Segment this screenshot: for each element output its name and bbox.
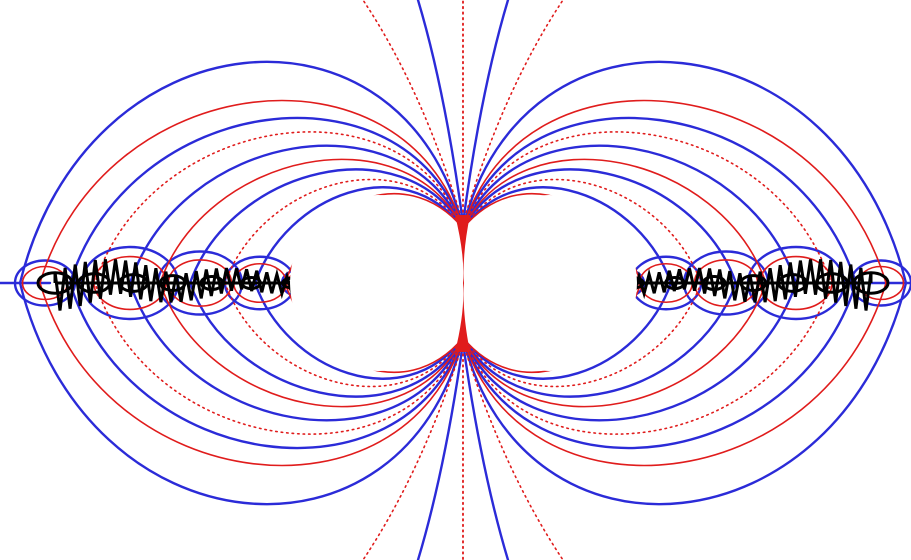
field-line [461, 341, 510, 560]
field-line [461, 281, 908, 506]
field-line [462, 0, 564, 224]
fractal-loop [36, 271, 74, 295]
field-line [416, 0, 465, 225]
field-line [159, 282, 464, 408]
fractal-loop [77, 272, 112, 294]
bubble-line [746, 281, 846, 321]
fractal-loop [852, 271, 890, 295]
field-line [128, 144, 465, 285]
fractal-loop [701, 275, 727, 291]
field-line [462, 282, 832, 435]
field-line [461, 0, 510, 225]
field-line [362, 0, 464, 224]
center-red-cusp [455, 215, 470, 352]
fractal-loop [118, 273, 149, 293]
field-line [128, 281, 465, 422]
fractal-loop [777, 273, 808, 293]
right-central-disk [461, 195, 637, 371]
fractal-loop [814, 272, 849, 294]
bubble-line [80, 281, 180, 321]
field-line [462, 158, 767, 284]
field-line [461, 144, 798, 285]
field-line [462, 342, 564, 560]
field-line [462, 99, 887, 284]
fractal-loop [739, 274, 768, 292]
field-line [461, 281, 858, 450]
field-line [462, 282, 887, 467]
field-line [461, 116, 858, 285]
field-line [253, 281, 465, 380]
field-line [94, 131, 464, 284]
field-line [461, 168, 738, 285]
field-line [224, 282, 464, 388]
field-line [18, 281, 465, 506]
field-line [462, 282, 767, 408]
fractal-loop [158, 274, 187, 292]
bubble-line [849, 259, 911, 285]
field-line [416, 341, 465, 560]
field-line [461, 281, 673, 380]
fractal-loop [664, 275, 686, 291]
field-line [461, 60, 908, 285]
field-line [68, 116, 465, 285]
fractal-loop [199, 275, 225, 291]
field-line [224, 178, 464, 284]
left-central-disk [290, 195, 466, 371]
field-line [362, 342, 464, 560]
fractal-loop [240, 275, 262, 291]
field-line [461, 281, 738, 398]
field-line [462, 282, 702, 388]
field-line [253, 186, 465, 285]
field-line [68, 281, 465, 450]
field-line [39, 99, 464, 284]
field-line [462, 131, 832, 284]
field-line [462, 178, 702, 284]
field-line [39, 282, 464, 467]
bubble-line [13, 259, 77, 285]
field-line [159, 158, 464, 284]
field-line [18, 60, 465, 285]
field-line [461, 281, 798, 422]
field-line [188, 281, 465, 398]
field-line [188, 168, 465, 285]
field-line [461, 186, 673, 285]
field-line [94, 282, 464, 435]
